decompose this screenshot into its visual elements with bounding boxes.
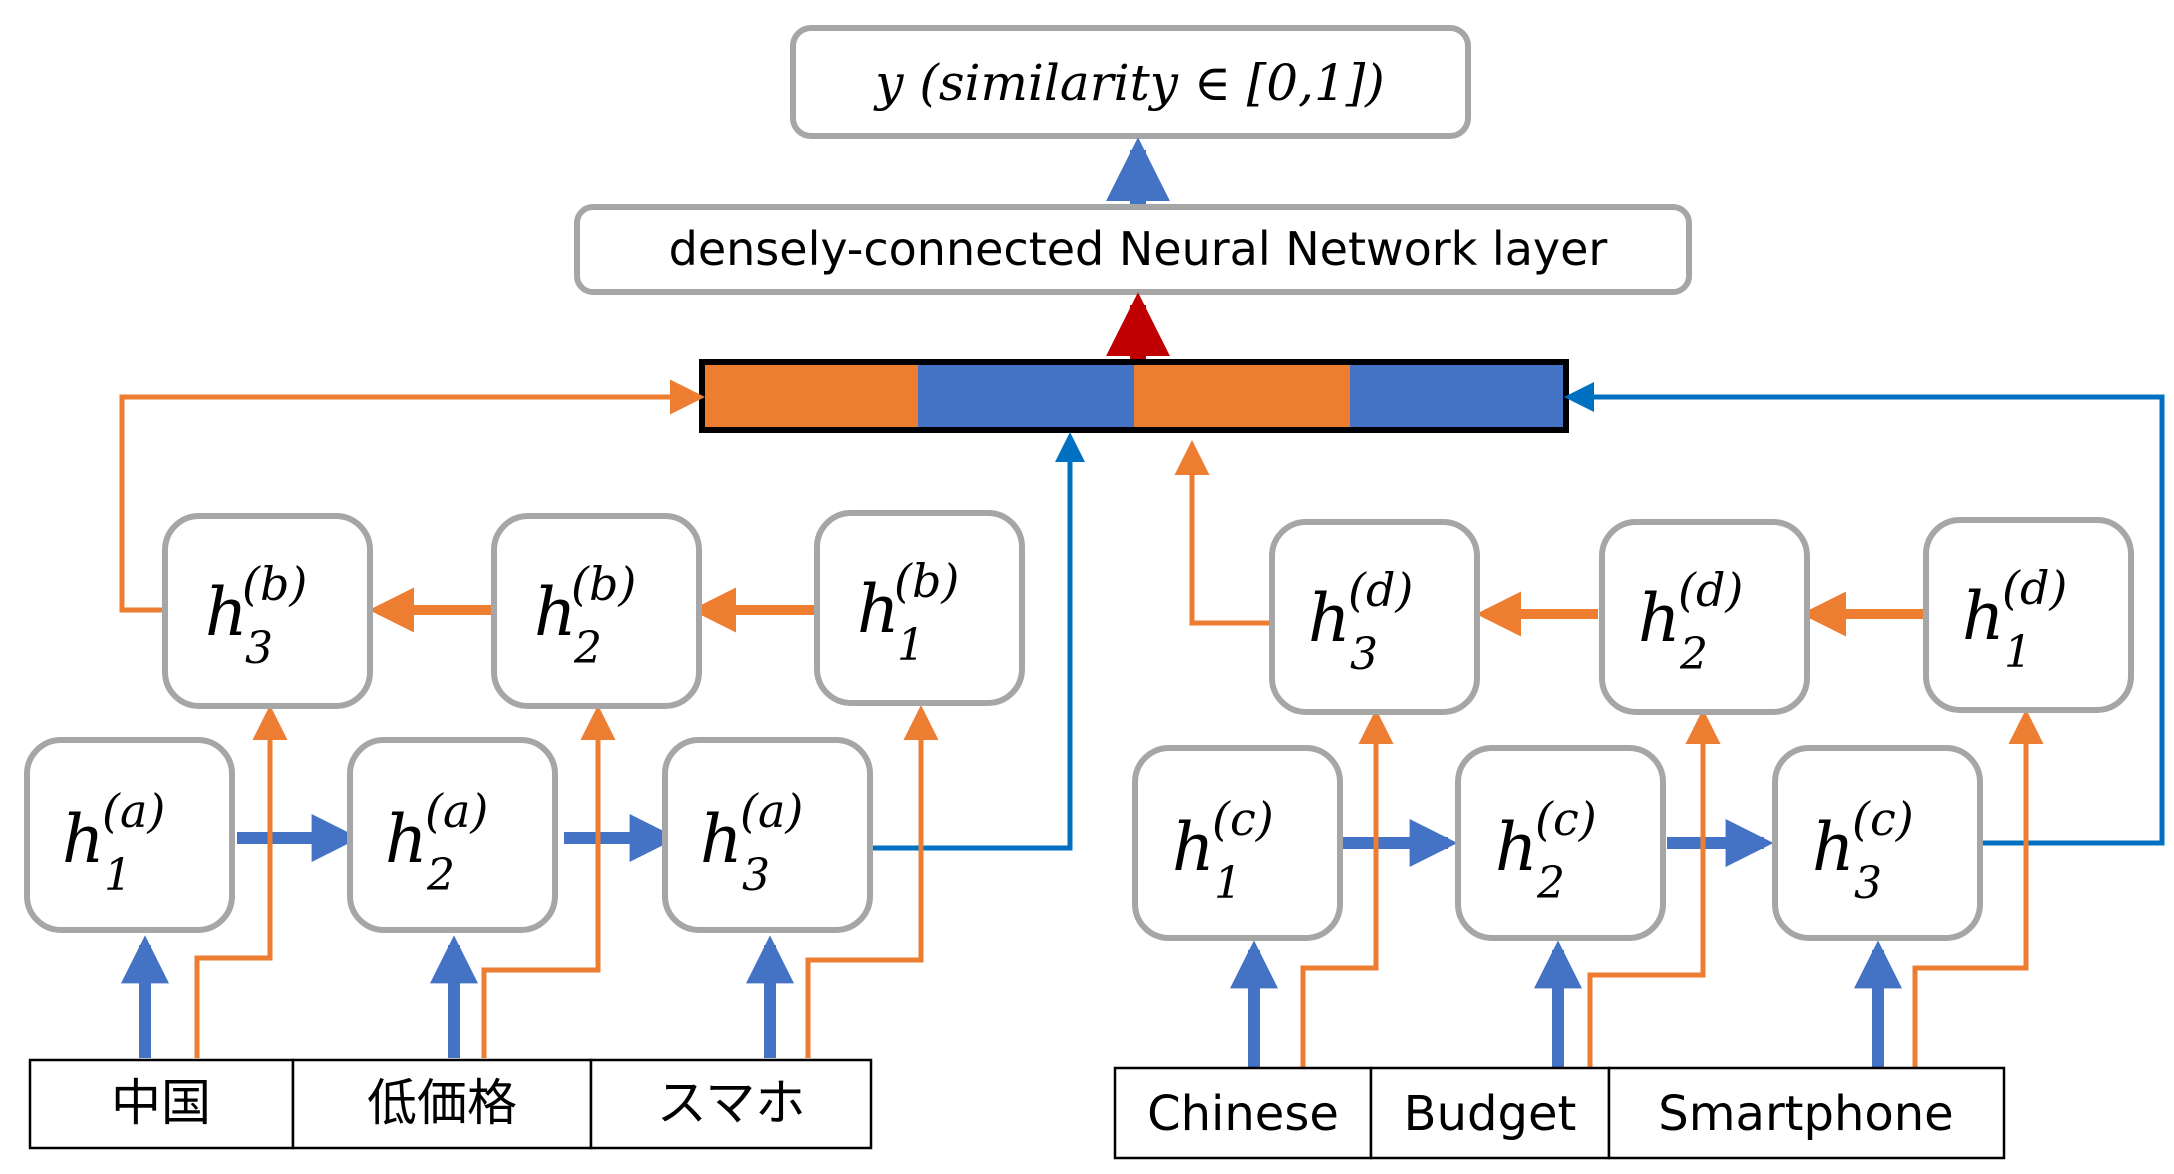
- concat-segment-right-backward: [1134, 362, 1350, 430]
- node-left-a2: h 2 (a): [347, 737, 558, 933]
- node-left-a3: h 3 (a): [662, 737, 873, 933]
- node-right-d1: h 1 (d): [1923, 517, 2134, 713]
- dense-layer-label: densely-connected Neural Network layer: [669, 222, 1608, 276]
- node-right-c3: h 3 (c): [1772, 745, 1983, 941]
- svg-text:(a): (a): [425, 784, 488, 838]
- svg-text:(b): (b): [242, 557, 307, 611]
- svg-text:(b): (b): [894, 554, 959, 608]
- left-token-2: 低価格: [367, 1074, 517, 1132]
- link-right-backward-to-concat: [1174, 440, 1275, 626]
- svg-text:h: h: [205, 574, 248, 651]
- concat-segment-left-forward: [918, 362, 1134, 430]
- svg-text:1: 1: [1214, 858, 1242, 909]
- svg-text:1: 1: [897, 620, 925, 671]
- svg-text:h: h: [700, 801, 743, 878]
- svg-text:(b): (b): [571, 557, 636, 611]
- right-token-table: Chinese Budget Smartphone: [1113, 1066, 2006, 1160]
- svg-text:2: 2: [573, 623, 602, 674]
- svg-text:(c): (c): [1535, 792, 1597, 846]
- left-token-3: スマホ: [657, 1074, 806, 1132]
- link-left-backward-to-concat: [119, 379, 705, 613]
- svg-text:h: h: [857, 571, 900, 648]
- right-token-3: Smartphone: [1658, 1086, 1953, 1142]
- svg-text:(d): (d): [1348, 563, 1413, 617]
- dense-layer-node: densely-connected Neural Network layer: [574, 204, 1692, 295]
- node-left-b1: h 1 (b): [814, 510, 1025, 706]
- svg-text:h: h: [62, 801, 105, 878]
- svg-text:3: 3: [245, 623, 273, 674]
- node-left-b3: h 3 (b): [162, 513, 373, 709]
- right-token-2: Budget: [1404, 1086, 1577, 1142]
- node-right-d3: h 3 (d): [1269, 519, 1480, 715]
- svg-text:h: h: [1172, 809, 1215, 886]
- svg-text:h: h: [1638, 580, 1681, 657]
- node-left-a1: h 1 (a): [24, 737, 235, 933]
- arrow-right-token2-to-d2: [1587, 709, 1721, 1068]
- concat-segment-left-backward: [702, 362, 918, 430]
- svg-text:h: h: [1308, 580, 1351, 657]
- svg-text:(d): (d): [1678, 563, 1743, 617]
- svg-text:1: 1: [2004, 627, 2032, 678]
- svg-text:2: 2: [1679, 629, 1708, 680]
- svg-text:h: h: [1962, 578, 2005, 655]
- link-left-forward-to-concat: [870, 432, 1085, 851]
- svg-text:(c): (c): [1212, 792, 1274, 846]
- concatenated-vector: [699, 359, 1569, 433]
- arrow-left-token1-to-b3: [194, 705, 288, 1058]
- svg-text:2: 2: [1536, 858, 1565, 909]
- left-token-1: 中国: [111, 1074, 211, 1132]
- node-left-b2: h 2 (b): [491, 513, 702, 709]
- arrow-left-token3-to-b1: [805, 705, 939, 1058]
- svg-text:h: h: [534, 574, 577, 651]
- svg-text:3: 3: [742, 850, 770, 901]
- link-right-forward-to-concat: [1564, 382, 2165, 846]
- svg-text:h: h: [1495, 809, 1538, 886]
- svg-text:2: 2: [426, 850, 455, 901]
- svg-text:h: h: [385, 801, 428, 878]
- svg-text:1: 1: [104, 850, 132, 901]
- node-right-c1: h 1 (c): [1132, 745, 1343, 941]
- svg-text:(a): (a): [740, 784, 803, 838]
- svg-text:(c): (c): [1852, 792, 1914, 846]
- svg-text:h: h: [1812, 809, 1855, 886]
- svg-text:(d): (d): [2002, 561, 2067, 615]
- concat-segment-right-forward: [1350, 362, 1566, 430]
- output-node: y (similarity ∈ [0,1]): [790, 25, 1471, 139]
- node-right-d2: h 2 (d): [1599, 519, 1810, 715]
- arrow-right-token1-to-d3: [1300, 709, 1394, 1068]
- svg-text:3: 3: [1350, 629, 1378, 680]
- output-label: y (similarity ∈ [0,1]): [873, 54, 1385, 112]
- arrow-left-token2-to-b2: [481, 705, 616, 1058]
- left-token-table: 中国 低価格 スマホ: [28, 1058, 873, 1150]
- svg-text:3: 3: [1854, 858, 1882, 909]
- svg-text:(a): (a): [102, 784, 165, 838]
- node-right-c2: h 2 (c): [1455, 745, 1666, 941]
- arrow-right-token3-to-d1: [1912, 709, 2044, 1068]
- right-token-1: Chinese: [1147, 1086, 1339, 1142]
